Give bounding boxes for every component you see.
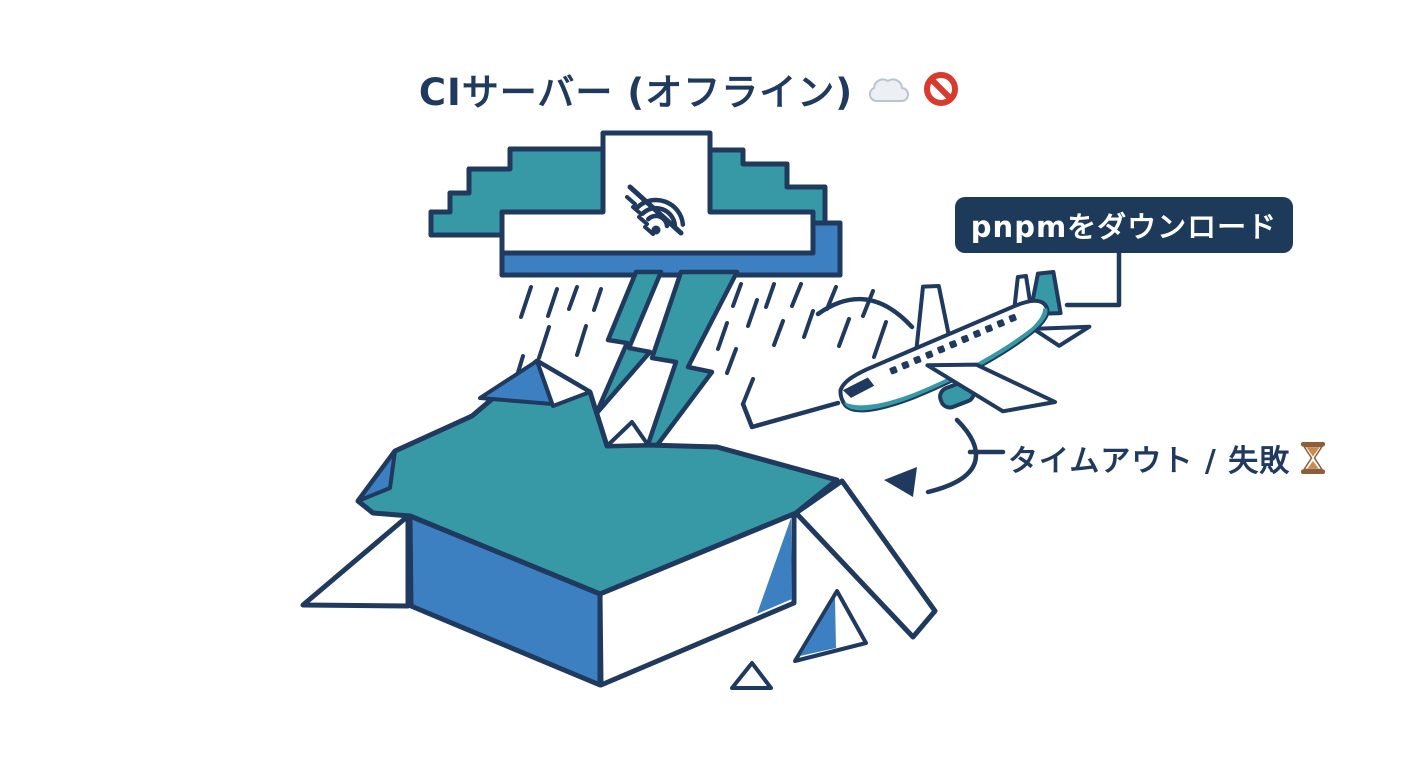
debris-triangle-medium-facet (800, 598, 836, 656)
timeout-text: タイムアウト / 失敗 (1008, 444, 1291, 479)
lightning-bolt-small (593, 269, 664, 417)
no-entry-icon (924, 72, 959, 106)
download-callout: pnpmをダウンロード (955, 197, 1293, 253)
page-title: CIサーバー (オフライン) (0, 62, 1378, 116)
fall-arrowhead (884, 467, 917, 497)
timeout-label: タイムアウト / 失敗 (1008, 436, 1326, 480)
airplane (838, 269, 1092, 416)
wifi-off-icon (625, 184, 686, 236)
plane-descent-arrow (740, 400, 841, 430)
offline-cloud (428, 130, 843, 278)
airplane-cockpit-window (842, 377, 875, 398)
cloud-bottom-strip (499, 220, 843, 278)
download-callout-text: pnpmをダウンロード (970, 210, 1278, 244)
airplane-near-wing (925, 362, 1058, 414)
mountain-right-skirt (793, 478, 938, 640)
cloud-left-steps (428, 146, 606, 238)
mountain-left-facet (356, 449, 397, 503)
mountain-front-right-face (597, 511, 797, 688)
mountain-ridge-notch (605, 420, 650, 448)
lightning-bolt-large (637, 269, 740, 471)
debris-triangle-small (730, 661, 773, 690)
airplane-windows (889, 314, 1017, 375)
callout-connector (1064, 250, 1122, 308)
airplane-stabilizer (1031, 324, 1092, 348)
hourglass-icon (1301, 442, 1326, 474)
lightning-group (593, 269, 740, 471)
cloud-right-steps (707, 147, 828, 226)
front-right-face-facet (757, 518, 792, 614)
title-text: CIサーバー (オフライン) (418, 71, 854, 114)
mountain-left-skirt (300, 513, 411, 609)
mountain-peak-facet (478, 359, 554, 406)
fall-arrow (884, 417, 979, 497)
cloud-icon (869, 78, 910, 102)
mountain (300, 358, 938, 690)
cloud-to-plane-curve (815, 296, 915, 330)
